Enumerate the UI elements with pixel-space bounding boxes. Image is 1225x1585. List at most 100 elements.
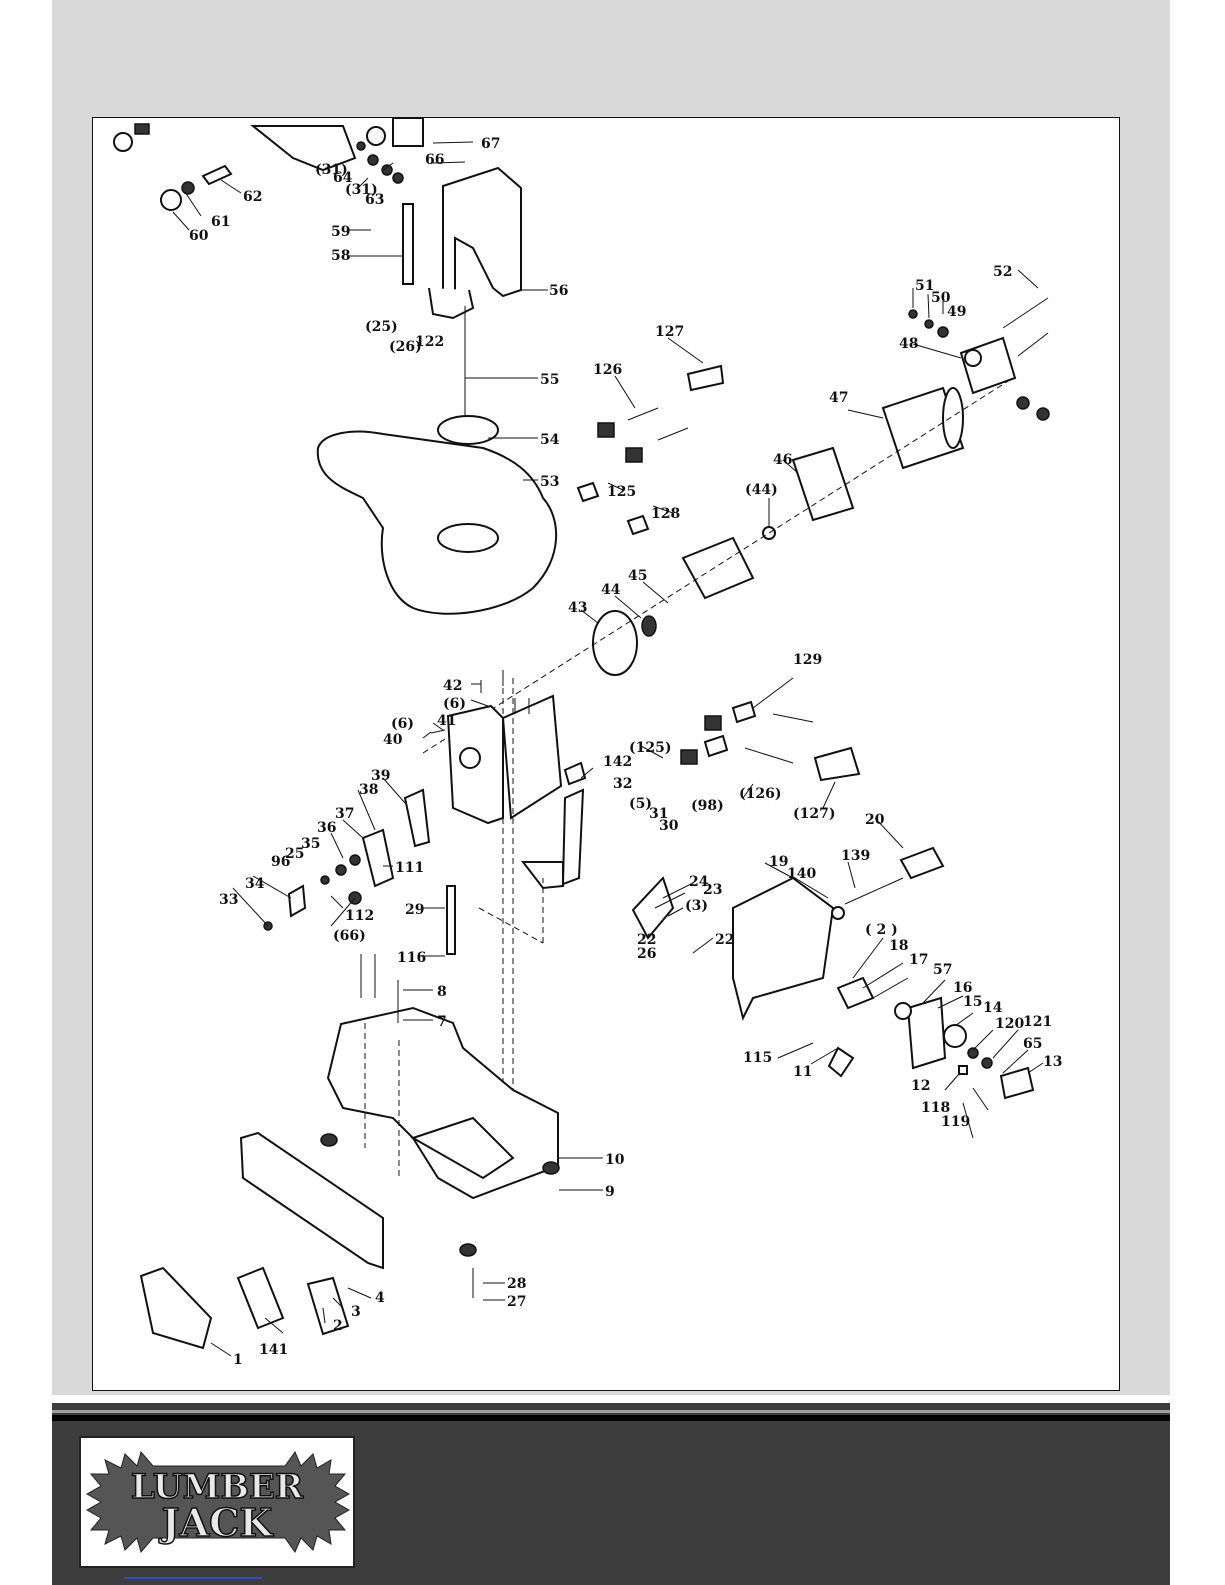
ring-part [113, 132, 133, 152]
callout-121: 121 [1023, 1014, 1052, 1030]
rubber-foot-part [459, 1243, 477, 1257]
brush-holder-part [625, 447, 643, 463]
brush-holder-part [597, 422, 615, 438]
callout-28: 28 [507, 1276, 526, 1292]
motor-housing-end-part [942, 387, 964, 449]
clip-part [563, 761, 587, 786]
washer-part [908, 309, 918, 319]
callout-6a: (6) [443, 696, 466, 712]
pin-part [201, 164, 233, 186]
washer-part [981, 1057, 993, 1069]
callout-119: 119 [941, 1114, 970, 1130]
callout-39: 39 [371, 768, 390, 784]
callout-62: 62 [243, 189, 262, 205]
callout-125: 125 [607, 484, 636, 500]
page-gap [52, 1395, 1170, 1403]
callout-111: 111 [395, 860, 424, 876]
brush-cap-part [813, 746, 861, 782]
base-assembly [139, 954, 560, 1350]
callout-67: 67 [481, 136, 500, 152]
callout-96: 96 [271, 854, 290, 870]
callout-14: 14 [983, 1000, 1003, 1016]
callout-3p: (3) [685, 898, 708, 914]
leader-lines [172, 141, 1044, 1357]
cord-sleeve-part [831, 906, 845, 920]
switch-housing-part [732, 876, 835, 1021]
callout-66p: (66) [333, 928, 366, 944]
blade-guide-assembly [113, 117, 522, 588]
footer-rule-light [52, 1410, 1170, 1413]
callout-112: 112 [345, 908, 374, 924]
callout-63: 63 [365, 192, 384, 208]
callout-23: 23 [703, 882, 722, 898]
stator-part [791, 446, 855, 522]
front-flange-part [592, 610, 638, 676]
callout-125p: (125) [629, 740, 671, 756]
callout-22: 22 [715, 932, 734, 948]
bracket-part [392, 117, 424, 147]
callout-44: 44 [601, 582, 621, 598]
callout-51: 51 [915, 278, 934, 294]
callout-50: 50 [931, 290, 951, 306]
screw-part [1017, 332, 1049, 357]
rubber-foot-part [542, 1161, 560, 1175]
callout-3: 3 [351, 1304, 361, 1320]
washer-part [937, 326, 949, 338]
knob-part [894, 1002, 912, 1020]
connecting-rod-part [361, 828, 395, 888]
callout-118: 118 [921, 1100, 950, 1116]
callout-61: 61 [211, 214, 230, 230]
brush-holder-part [680, 749, 698, 765]
callout-139: 139 [841, 848, 870, 864]
callout-26p: (26) [389, 339, 422, 355]
callout-41: 41 [437, 713, 456, 729]
armature-part [681, 536, 755, 600]
brush-clip-part [731, 700, 757, 724]
base-casting-part [326, 1006, 559, 1200]
dash-line [478, 907, 544, 944]
callout-58: 58 [331, 248, 350, 264]
brush-rod-part [772, 713, 814, 723]
bearing-part [641, 615, 657, 637]
callout-43: 43 [568, 600, 587, 616]
upper-arm-part [250, 125, 357, 172]
callout-20: 20 [865, 812, 885, 828]
guard-foot-part [428, 287, 475, 320]
callout-25: 25 [285, 846, 304, 862]
callout-25p: (25) [365, 319, 398, 335]
switch-assembly [631, 700, 1035, 1100]
callout-31b: (31) [345, 182, 378, 198]
brush-clip-part [626, 514, 650, 536]
switch-plate-part [906, 996, 947, 1070]
callout-29: 29 [405, 902, 424, 918]
footer-link-underline[interactable] [124, 1577, 262, 1579]
callout-98p: (98) [691, 798, 724, 814]
callout-38: 38 [359, 782, 378, 798]
brush-rod-part [657, 427, 689, 441]
callout-34: 34 [245, 876, 265, 892]
callout-11: 11 [793, 1064, 812, 1080]
nut-part [1036, 407, 1050, 421]
cable-clamp-part [631, 876, 675, 940]
footer-rule-dark [52, 1415, 1170, 1421]
callout-57: 57 [933, 962, 952, 978]
blade-clamp-part [287, 884, 307, 918]
callout-18: 18 [889, 938, 908, 954]
brush-clip-part [703, 734, 729, 758]
screw-part [430, 729, 446, 734]
callout-44p: (44) [745, 482, 778, 498]
dust-cover-part [236, 1266, 285, 1330]
washer-part [967, 1047, 979, 1059]
table-insert-part [437, 415, 499, 445]
guide-post-part [402, 203, 414, 285]
spacer-part [958, 1065, 968, 1075]
saw-table [316, 415, 558, 615]
carbon-brush-cap-part [686, 364, 725, 392]
callout-22a: 22 [637, 932, 656, 948]
washer-part [367, 154, 379, 166]
callout-128: 128 [651, 506, 680, 522]
mounting-plate-part [501, 694, 563, 820]
washer-part [335, 864, 347, 876]
callout-5p: (5) [629, 796, 652, 812]
callout-30: 30 [659, 818, 679, 834]
